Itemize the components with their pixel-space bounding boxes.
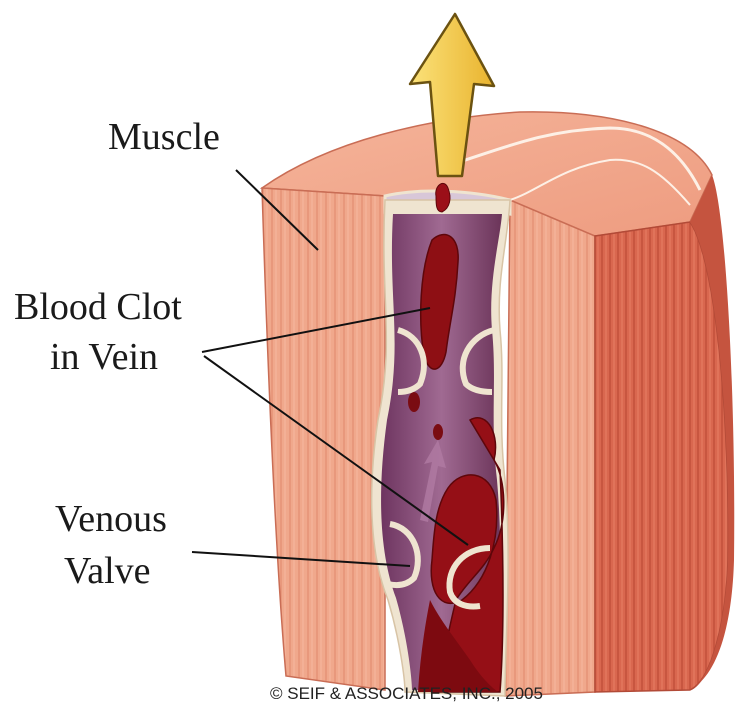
muscle-front-right xyxy=(505,200,595,696)
copyright-text: © SEIF & ASSOCIATES, INC., 2005 xyxy=(270,684,543,704)
vein-section xyxy=(372,183,510,696)
label-valve-line2: Valve xyxy=(64,548,151,594)
label-venous-line1: Venous xyxy=(55,496,167,542)
label-blood-clot-line1: Blood Clot xyxy=(14,284,182,330)
label-muscle: Muscle xyxy=(108,114,220,160)
clot-fragment xyxy=(408,392,420,412)
muscle-front-left xyxy=(262,188,385,690)
label-blood-clot-line2: in Vein xyxy=(50,334,158,380)
clot-fragment xyxy=(433,424,443,440)
muscle-side-face xyxy=(595,222,728,692)
